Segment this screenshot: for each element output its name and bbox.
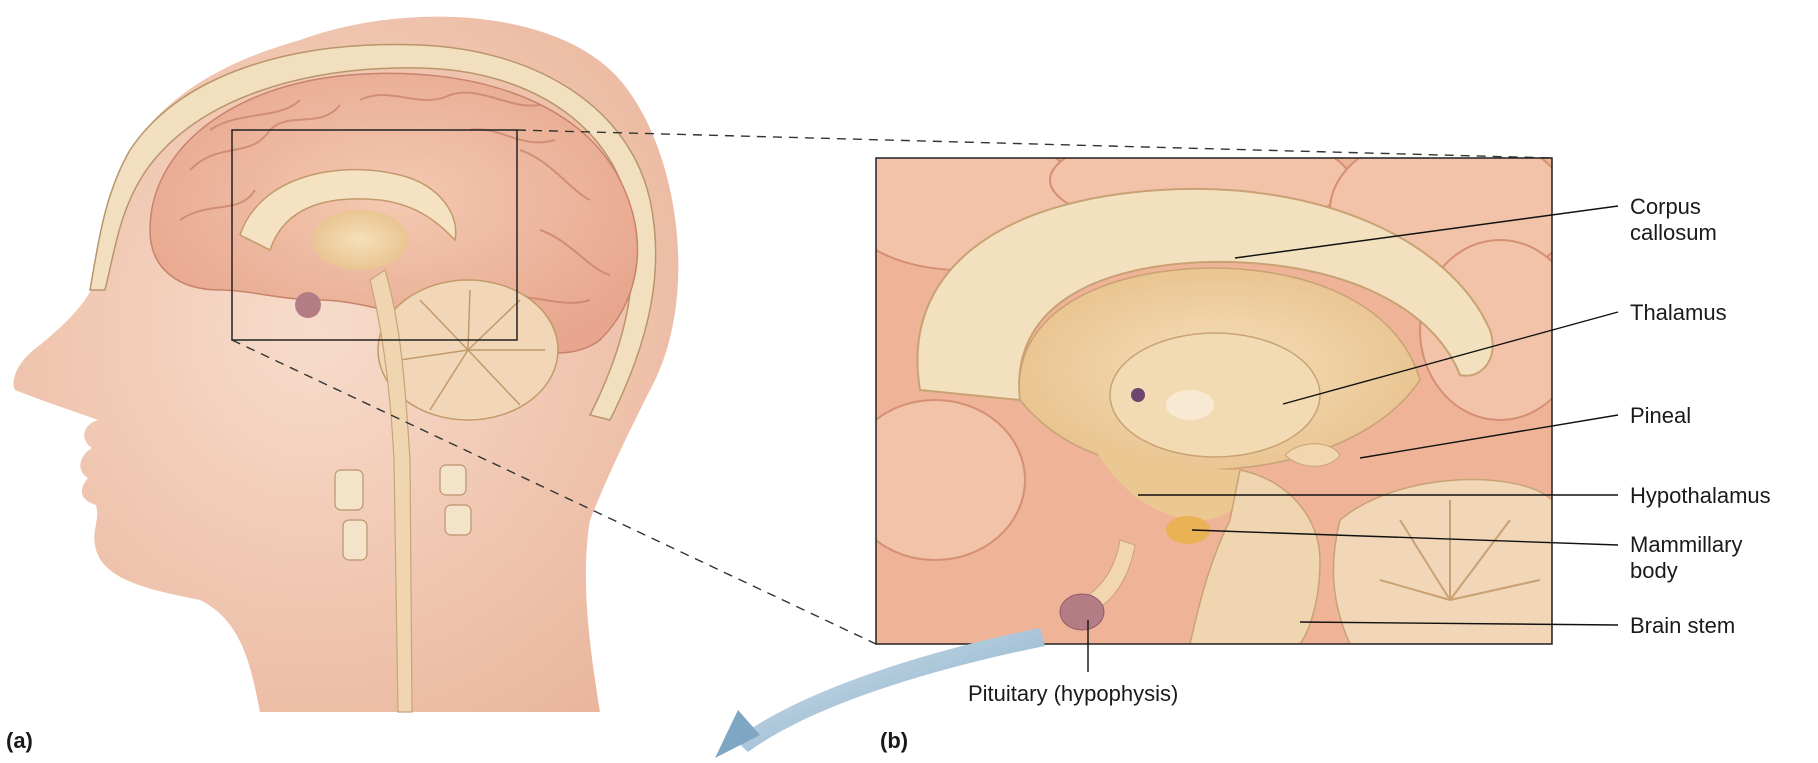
corpus-label-line2: callosum bbox=[1630, 220, 1717, 245]
panel-b-label: (b) bbox=[880, 728, 908, 754]
corpus-callosum-label: Corpus callosum bbox=[1630, 194, 1717, 246]
panel-a-label: (a) bbox=[6, 728, 33, 754]
mammillary-label-line2: body bbox=[1630, 558, 1678, 583]
inset-panel bbox=[840, 130, 1580, 644]
brain-stem-label: Brain stem bbox=[1630, 613, 1735, 639]
thalamus-label: Thalamus bbox=[1630, 300, 1727, 326]
arrow-head bbox=[715, 710, 760, 758]
head-sagittal-view bbox=[14, 17, 679, 712]
pituitary-small bbox=[295, 292, 321, 318]
pituitary-gland bbox=[1060, 594, 1104, 630]
mammillary-label-line1: Mammillary bbox=[1630, 532, 1742, 557]
pituitary-label: Pituitary (hypophysis) bbox=[968, 681, 1178, 707]
hypothalamus-label: Hypothalamus bbox=[1630, 483, 1771, 509]
foramen bbox=[1131, 388, 1145, 402]
interthalamic-adhesion bbox=[1166, 390, 1214, 420]
pineal-label: Pineal bbox=[1630, 403, 1691, 429]
inset-cerebellum bbox=[1333, 480, 1552, 644]
mammillary-body-label: Mammillary body bbox=[1630, 532, 1742, 584]
corpus-label-line1: Corpus bbox=[1630, 194, 1701, 219]
thalamus-small bbox=[312, 210, 408, 270]
